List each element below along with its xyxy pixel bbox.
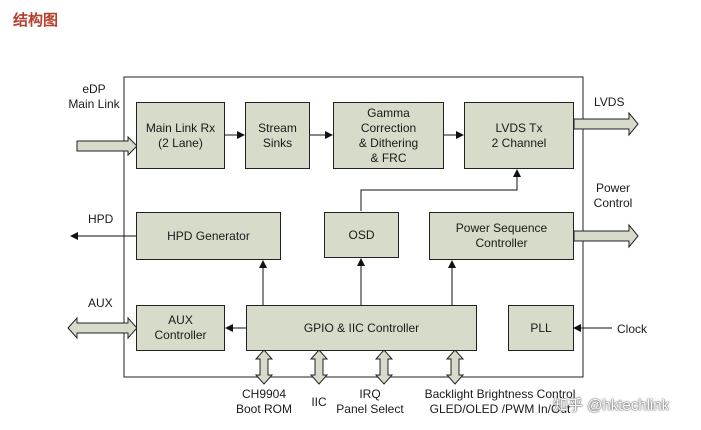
aux-label: AUX <box>88 296 113 310</box>
power-sequence-controller-block: Power Sequence Controller <box>429 212 574 260</box>
backlight-control-label: Backlight Brightness Control GLED/OLED /… <box>424 387 576 416</box>
pll-block: PLL <box>508 305 574 351</box>
aux-bus-arrow <box>67 316 138 340</box>
edp-label: eDP Main Link <box>68 82 120 111</box>
boot-rom-label: CH9904 Boot ROM <box>235 387 292 416</box>
gamma-correction-block: Gamma Correction & Dithering & FRC <box>333 102 444 169</box>
hpd-generator-block: HPD Generator <box>136 212 281 260</box>
power-control-bus-arrow <box>573 223 639 249</box>
chip-boundary <box>123 76 584 378</box>
edp-bus-arrow <box>76 135 138 157</box>
boot-rom-bus-arrow <box>254 349 274 385</box>
backlight-bus-arrow <box>445 349 465 385</box>
osd-block: OSD <box>324 212 399 258</box>
aux-controller-block: AUX Controller <box>136 305 225 351</box>
watermark: 知乎 @hktechlink <box>553 397 670 414</box>
gpio-iic-controller-block: GPIO & IIC Controller <box>246 305 477 351</box>
diagram-heading: 结构图 <box>13 11 59 29</box>
hpd-label: HPD <box>88 212 114 226</box>
lvds-bus-arrow <box>573 111 639 137</box>
osd-to-lvds-arrow <box>360 169 521 211</box>
iic-label: IIC <box>311 395 327 409</box>
irq-bus-arrow <box>374 349 394 385</box>
clock-label: Clock <box>617 322 648 336</box>
power-control-label: Power Control <box>593 181 633 210</box>
main-link-rx-block: Main Link Rx (2 Lane) <box>136 102 225 169</box>
iic-bus-arrow <box>309 349 329 385</box>
lvds-tx-block: LVDS Tx 2 Channel <box>464 102 574 169</box>
lvds-label: LVDS <box>594 95 625 109</box>
stream-sinks-block: Stream Sinks <box>245 102 310 169</box>
irq-panel-select-label: IRQ Panel Select <box>336 387 404 416</box>
